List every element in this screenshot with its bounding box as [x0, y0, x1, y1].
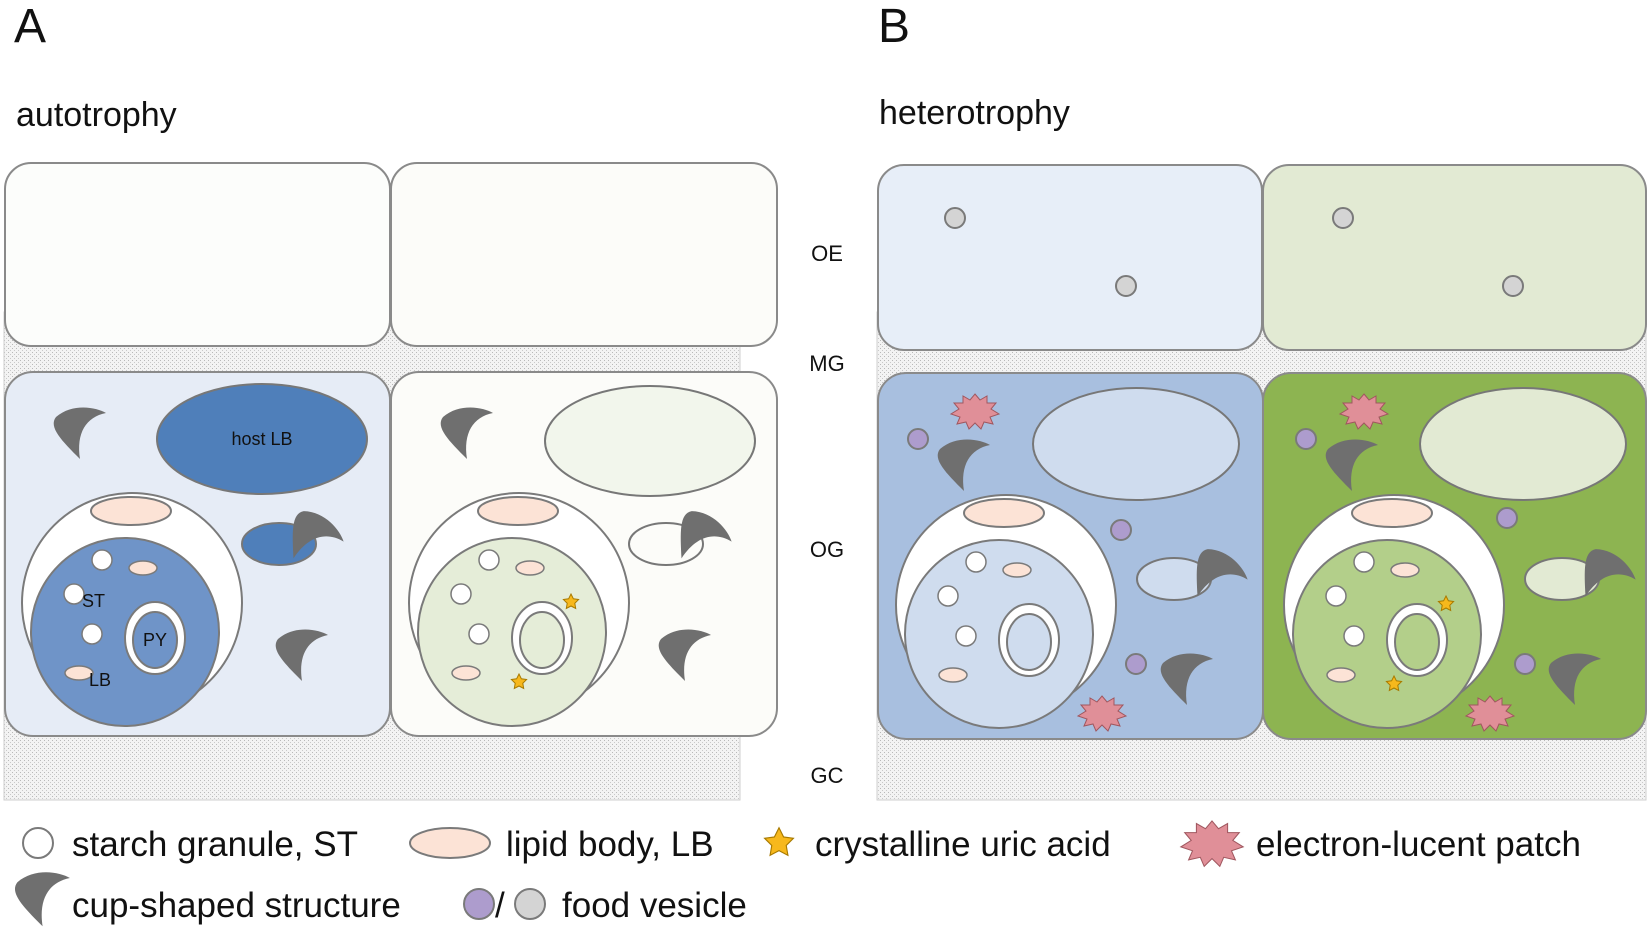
lipid-body — [1002, 562, 1032, 578]
electron-lucent-patch-swatch — [1180, 820, 1244, 868]
food-vesicle-grey-swatch — [514, 888, 546, 920]
epidermal-cell — [1262, 164, 1647, 351]
autotrophy-cell-column-blue: host LB ST PY LB — [4, 162, 391, 737]
food-vesicle-purple — [1295, 428, 1317, 450]
food-vesicle-grey — [1332, 207, 1354, 229]
lipid-body — [64, 665, 94, 681]
legend-label-starch: starch granule, ST — [72, 825, 358, 864]
starch-granule-swatch — [22, 827, 54, 859]
condition-label-heterotrophy: heterotrophy — [879, 94, 1070, 132]
legend-label-lipid: lipid body, LB — [506, 825, 714, 864]
starch-granule — [81, 623, 103, 645]
pyrenoid — [1394, 613, 1440, 671]
uric-acid-swatch — [763, 826, 795, 857]
food-vesicle-grey — [944, 207, 966, 229]
lipid-body — [1326, 667, 1356, 683]
food-vesicle-purple — [1496, 507, 1518, 529]
heterotrophy-cell-column-blue — [877, 164, 1264, 740]
lipid-body — [938, 667, 968, 683]
cup-shaped-structure-swatch — [14, 872, 70, 927]
autotrophy-cell-column-white — [390, 162, 778, 737]
pyrenoid — [1006, 613, 1052, 671]
starch-granule — [450, 583, 472, 605]
layer-labels: OE MG OG GC — [809, 241, 844, 788]
starch-granule — [1325, 585, 1347, 607]
host-lipid-body — [156, 383, 368, 495]
legend-label-vesicle: food vesicle — [562, 886, 747, 925]
pyrenoid — [519, 611, 565, 669]
lipid-body — [128, 560, 158, 576]
panel-letter-a: A — [14, 0, 46, 53]
heterotrophy-cell-column-green — [1262, 164, 1647, 740]
lipid-body — [451, 665, 481, 681]
st-label: ST — [82, 591, 105, 611]
legend-item-patch: electron-lucent patch — [1180, 820, 1581, 868]
food-vesicle-purple — [1125, 653, 1147, 675]
panel-b: B heterotrophy — [876, 0, 1647, 801]
starch-granule — [468, 623, 490, 645]
starch-granule — [937, 585, 959, 607]
condition-label-autotrophy: autotrophy — [16, 96, 177, 134]
legend-slash: / — [495, 886, 505, 925]
starch-granule — [91, 549, 113, 571]
food-vesicle-purple — [1514, 653, 1536, 675]
lipid-body — [90, 496, 172, 526]
legend-label-uric: crystalline uric acid — [815, 825, 1111, 864]
host-lipid-body — [1419, 387, 1627, 501]
lb-label: LB — [89, 670, 111, 690]
lipid-body — [477, 496, 559, 526]
lipid-body — [963, 498, 1045, 528]
legend-item-vesicle: / food vesicle — [463, 886, 747, 925]
legend-item-starch: starch granule, ST — [22, 825, 358, 864]
lipid-body-swatch — [409, 827, 491, 859]
py-label: PY — [143, 630, 167, 650]
layer-label-oe: OE — [811, 241, 843, 266]
food-vesicle-purple-swatch — [463, 888, 495, 920]
food-vesicle-grey — [1502, 275, 1524, 297]
legend: starch granule, ST lipid body, LB crysta… — [14, 820, 1581, 927]
host-lipid-body — [1032, 387, 1240, 501]
layer-label-mg: MG — [809, 351, 844, 376]
pyrenoid — [132, 611, 178, 669]
legend-item-cup: cup-shaped structure — [14, 872, 401, 927]
starch-granule — [1343, 625, 1365, 647]
epidermal-cell — [390, 162, 778, 347]
panel-a: A autotrophy host LB ST PY LB — [3, 0, 778, 801]
epidermal-cell — [4, 162, 391, 347]
legend-item-uric: crystalline uric acid — [763, 825, 1111, 864]
panel-letter-b: B — [878, 0, 910, 53]
starch-granule — [63, 583, 85, 605]
starch-granule — [1353, 551, 1375, 573]
host-lipid-body — [544, 385, 756, 497]
layer-label-og: OG — [810, 537, 844, 562]
legend-item-lipid: lipid body, LB — [409, 825, 714, 864]
legend-label-patch: electron-lucent patch — [1256, 825, 1581, 864]
legend-label-cup: cup-shaped structure — [72, 886, 401, 925]
lipid-body — [1390, 562, 1420, 578]
lipid-body — [515, 560, 545, 576]
lipid-body — [1351, 498, 1433, 528]
starch-granule — [478, 549, 500, 571]
food-vesicle-grey — [1115, 275, 1137, 297]
layer-label-gc: GC — [811, 763, 844, 788]
food-vesicle-purple — [1110, 519, 1132, 541]
host-lb-label: host LB — [231, 429, 292, 449]
food-vesicle-purple — [907, 428, 929, 450]
starch-granule — [955, 625, 977, 647]
starch-granule — [965, 551, 987, 573]
epidermal-cell — [877, 164, 1263, 351]
